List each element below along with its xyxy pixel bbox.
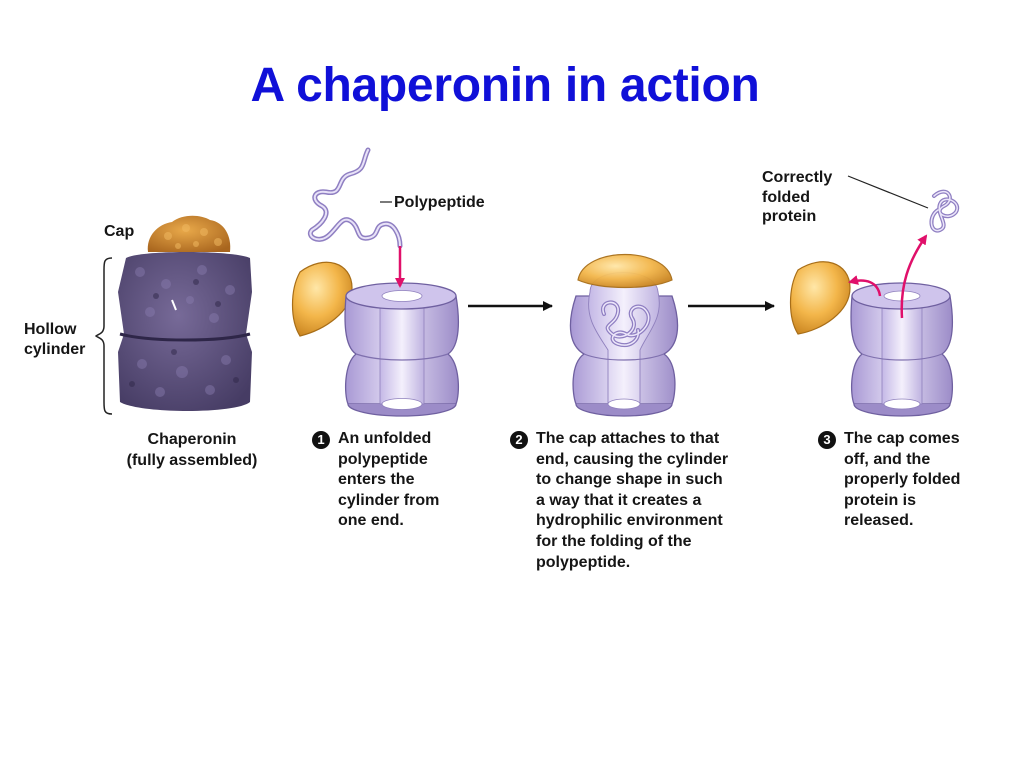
cap-label: Cap — [104, 223, 135, 240]
correctly-folded-protein-label: Correctly folded protein — [762, 169, 833, 225]
step-1-number: 1 — [312, 431, 330, 449]
chaperonin-model — [118, 215, 252, 411]
hollow-cylinder-label: Hollow cylinder — [24, 321, 86, 358]
chaperonin-label: Chaperonin — [147, 431, 237, 448]
cylinder-bracket — [94, 257, 113, 415]
step-2-illustration — [569, 254, 679, 417]
polypeptide-label: Polypeptide — [394, 194, 485, 211]
step-2-caption: The cap attaches to that end, causing th… — [536, 430, 729, 571]
cap-shape — [291, 261, 353, 337]
cylinder-shape — [344, 282, 460, 417]
folded-protein — [929, 189, 960, 233]
fully-assembled-label: (fully assembled) — [126, 452, 258, 469]
step-3-illustration — [789, 175, 960, 417]
step-1-caption: An unfolded polypeptide enters the cylin… — [338, 430, 440, 530]
step-1-illustration — [291, 147, 460, 417]
slide-title: A chaperonin in action — [250, 59, 760, 112]
step-3-caption: The cap comes off, and the properly fold… — [844, 430, 961, 530]
step-3-number: 3 — [818, 431, 836, 449]
protein-release-arrow — [900, 234, 928, 319]
step-2-number: 2 — [510, 431, 528, 449]
polypeptide-chain — [308, 147, 403, 249]
folded-protein-leader-line — [847, 175, 929, 209]
cap-release-arrow — [848, 275, 882, 297]
attached-cap — [577, 254, 673, 289]
released-cap — [789, 261, 851, 335]
